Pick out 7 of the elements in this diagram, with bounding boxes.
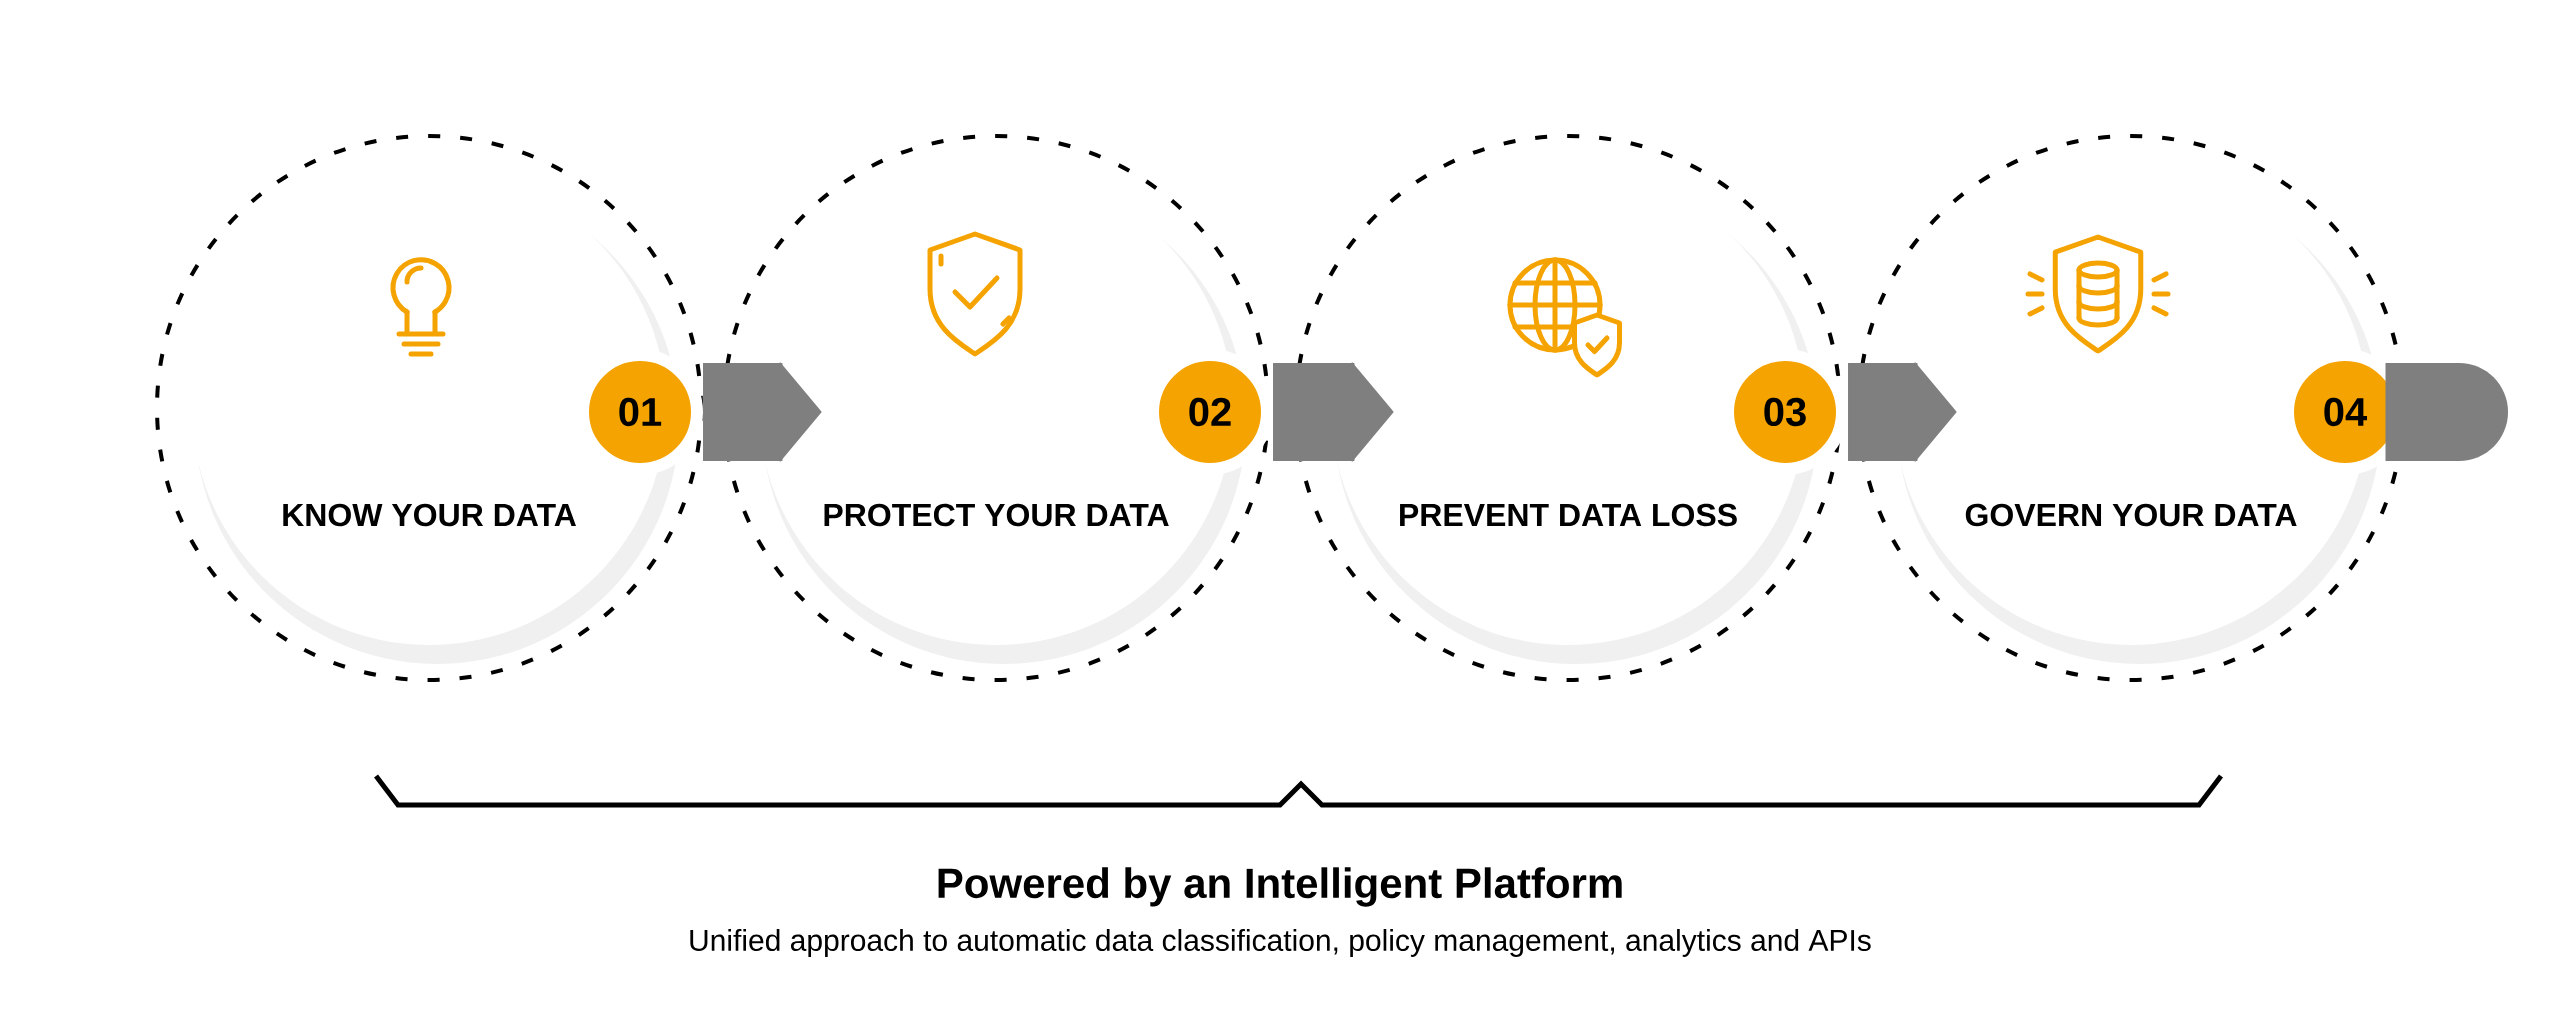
node-label: KNOW YOUR DATA [283, 503, 576, 527]
arrow-band [2385, 363, 2508, 461]
node-label: GOVERN YOUR DATA [1965, 503, 2297, 527]
subtitle: Unified approach to automatic data classification, policy management, analytics and APIs [690, 929, 1871, 957]
node-label: PREVENT DATA LOSS [1400, 503, 1737, 527]
node-label: PROTECT YOUR DATA [824, 503, 1169, 527]
heading: Powered by an Intelligent Platform [938, 867, 1622, 907]
